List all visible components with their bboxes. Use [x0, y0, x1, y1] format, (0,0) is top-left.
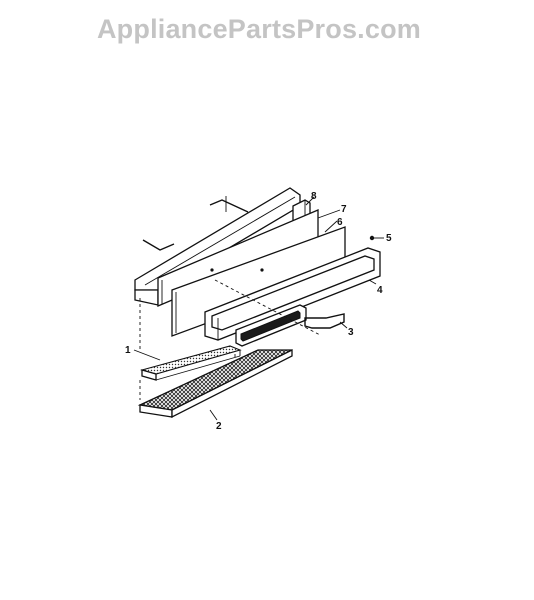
- part-5-screw: [369, 235, 384, 241]
- callout-6: 6: [337, 217, 343, 228]
- part-1-filter: [139, 345, 242, 381]
- callout-1: 1: [125, 345, 131, 356]
- callout-2: 2: [216, 421, 222, 432]
- callout-3: 3: [348, 327, 354, 338]
- callout-4: 4: [377, 285, 383, 296]
- part-2-mesh-filter: [137, 348, 293, 419]
- callout-5: 5: [386, 233, 392, 244]
- callouts: 8 7 6 5 4 3 1 2: [125, 191, 392, 432]
- callout-8: 8: [311, 191, 317, 202]
- part-4-frame: [204, 247, 381, 341]
- callout-7: 7: [341, 204, 347, 215]
- watermark-text: AppliancePartsPros.com: [96, 14, 421, 44]
- leader-lines: [133, 196, 377, 421]
- part-3-trim: [235, 304, 345, 347]
